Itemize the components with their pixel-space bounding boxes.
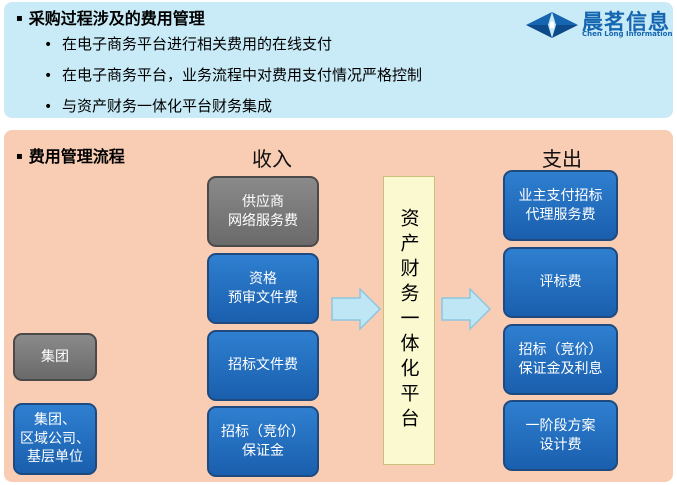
- flow-title: ▪ 费用管理流程: [16, 143, 125, 167]
- finance-platform-column: 资产财务一体化平台: [383, 176, 435, 465]
- income-box-prequal-fee: 资格 预审文件费: [207, 253, 319, 324]
- top-bullet-list: • 在电子商务平台进行相关费用的在线支付 • 在电子商务平台，业务流程中对费用支付情…: [44, 33, 422, 126]
- expense-box-agency-fee: 业主支付招标 代理服务费: [503, 170, 618, 241]
- right-arrow-icon: [441, 287, 492, 331]
- expense-box-deposit-interest: 招标（竞价） 保证金及利息: [503, 324, 618, 395]
- income-box-tender-doc-fee: 招标文件费: [207, 330, 319, 401]
- top-bullet-text: 在电子商务平台，业务流程中对费用支付情况严格控制: [62, 66, 423, 84]
- expense-heading: 支出: [542, 147, 582, 171]
- expense-box-design-fee: 一阶段方案 设计费: [503, 400, 618, 471]
- top-title-text: 采购过程涉及的费用管理: [28, 9, 205, 28]
- group-units-box: 集团、 区域公司、 基层单位: [13, 403, 97, 475]
- right-arrow-icon: [331, 287, 382, 331]
- bullet-dot-icon: •: [44, 68, 53, 84]
- bullet-dot-icon: •: [44, 37, 53, 53]
- logo-name-en: Chen Long Information: [582, 30, 673, 38]
- logo-name-cn: 晨茗信息: [582, 10, 670, 34]
- expense-box-evaluation-fee: 评标费: [503, 247, 618, 318]
- income-box-deposit: 招标（竞价） 保证金: [207, 406, 319, 477]
- bullet-dot-icon: •: [44, 99, 53, 115]
- finance-platform-label: 资产财务一体化平台: [397, 208, 420, 433]
- income-box-supplier-fee: 供应商 网络服务费: [207, 176, 319, 247]
- top-bullet-item: • 与资产财务一体化平台财务集成: [44, 95, 422, 126]
- group-box: 集团: [13, 333, 97, 381]
- top-bullet-text: 在电子商务平台进行相关费用的在线支付: [62, 35, 333, 53]
- income-heading: 收入: [252, 147, 292, 171]
- logo-emblem-icon: [526, 12, 578, 38]
- square-bullet-icon: ▪: [16, 151, 23, 162]
- flow-title-text: 费用管理流程: [28, 147, 125, 166]
- top-title: ▪ 采购过程涉及的费用管理: [16, 5, 205, 29]
- square-bullet-icon: ▪: [16, 13, 23, 24]
- top-bullet-item: • 在电子商务平台，业务流程中对费用支付情况严格控制: [44, 64, 422, 95]
- top-bullet-text: 与资产财务一体化平台财务集成: [62, 97, 273, 115]
- top-bullet-item: • 在电子商务平台进行相关费用的在线支付: [44, 33, 422, 64]
